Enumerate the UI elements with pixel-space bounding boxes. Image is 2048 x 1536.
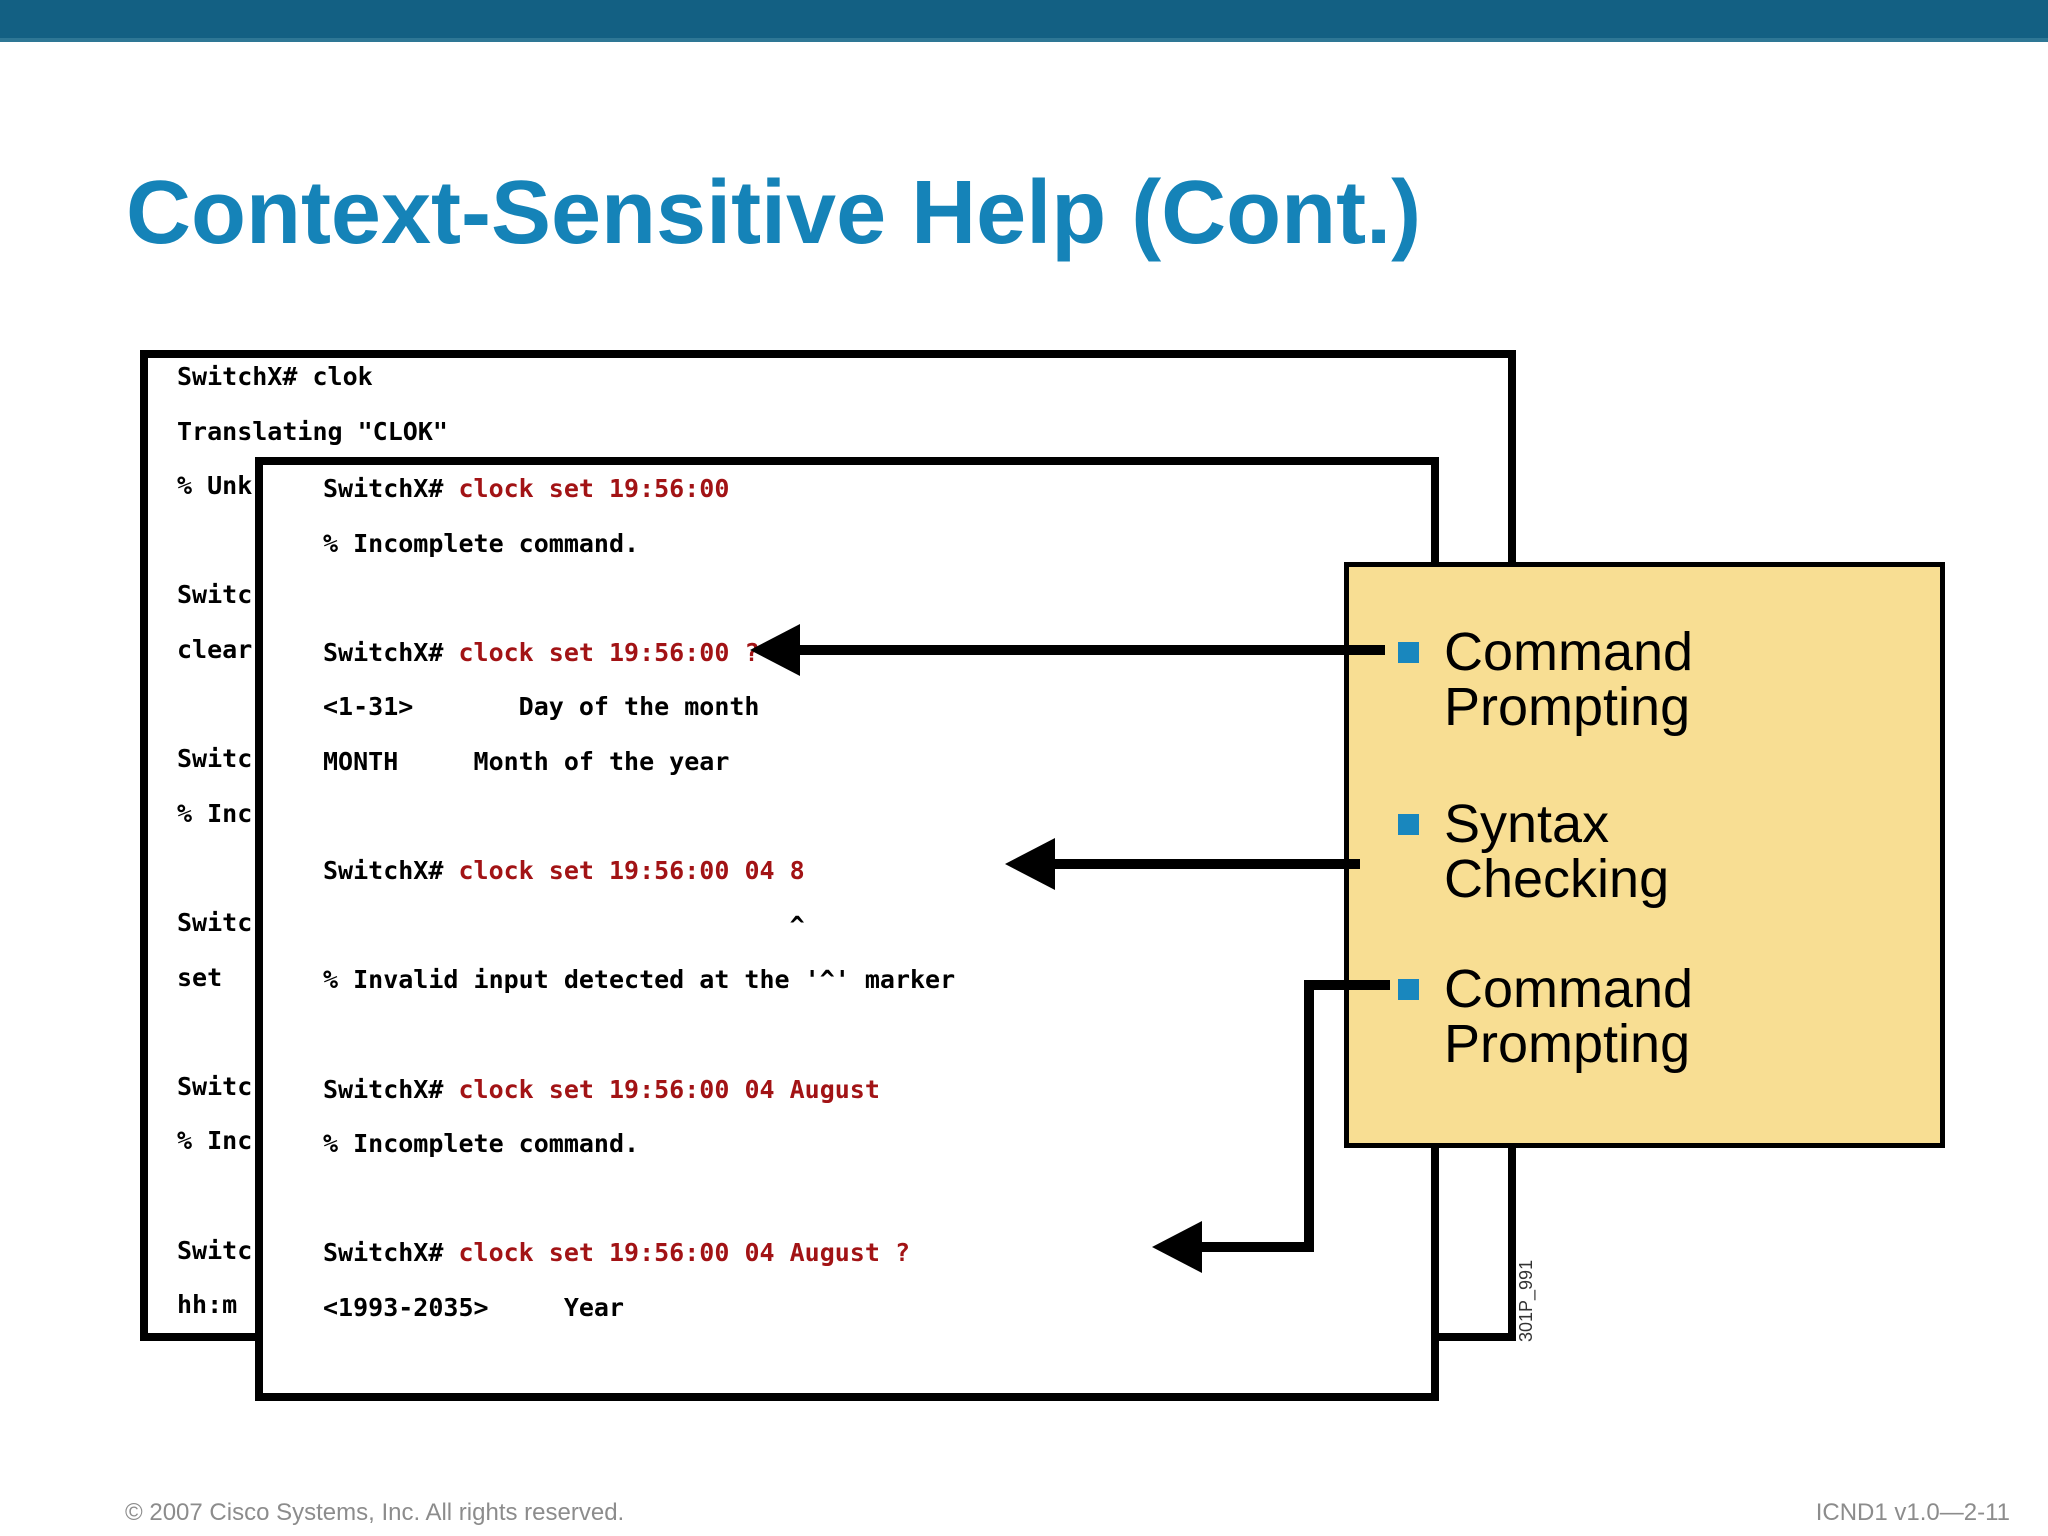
callout-item-label: Command Prompting: [1444, 622, 1694, 737]
bullet-square-icon: [1398, 642, 1419, 663]
figure-caption: 301P_991: [1516, 1259, 1536, 1342]
callout-item-command-prompting-2: Command Prompting: [1398, 962, 1693, 1072]
callout-item-command-prompting-1: Command Prompting: [1398, 625, 1693, 735]
callout-item-label: Syntax Checking: [1444, 794, 1670, 909]
callout-item-label: Command Prompting: [1444, 959, 1694, 1074]
page-title: Context-Sensitive Help (Cont.): [126, 163, 1422, 263]
bullet-square-icon: [1398, 814, 1419, 835]
front-terminal-text: SwitchX# clock set 19:56:00 % Incomplete…: [323, 474, 956, 1322]
top-accent-bar: [0, 0, 2048, 42]
callout-box: Command Prompting Syntax Checking Comman…: [1344, 562, 1945, 1148]
footer-copyright: © 2007 Cisco Systems, Inc. All rights re…: [125, 1499, 625, 1526]
back-terminal-text: SwitchX# clok Translating "CLOK" % Unk S…: [177, 362, 448, 1320]
footer-slide-number: ICND1 v1.0—2-11: [1815, 1499, 2010, 1526]
callout-item-syntax-checking: Syntax Checking: [1398, 797, 1669, 907]
bullet-square-icon: [1398, 979, 1419, 1000]
